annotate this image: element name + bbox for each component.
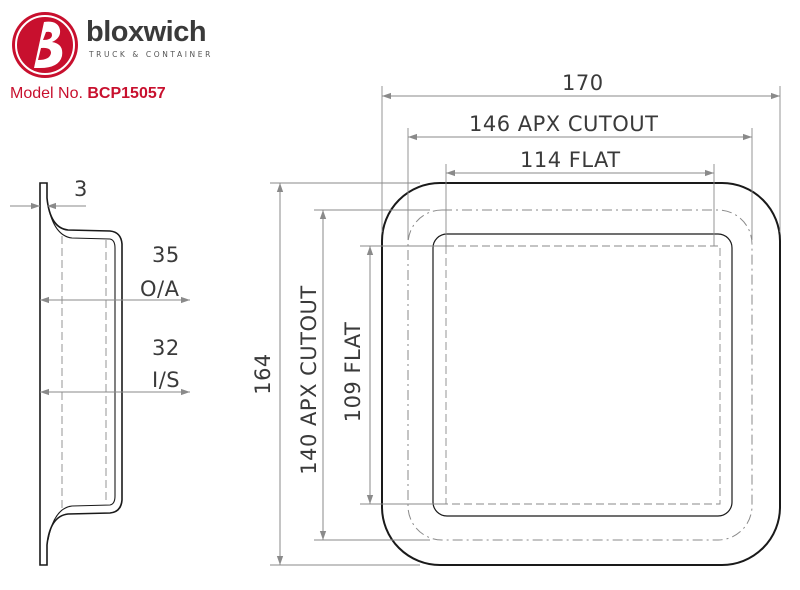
- bloxwich-emblem-icon: [12, 12, 78, 78]
- plan-view: [381, 182, 781, 566]
- flat-height-dimension: 109 FLAT: [341, 322, 365, 423]
- extension-lines: [270, 86, 781, 566]
- overall-height-dimension: 164: [251, 353, 275, 395]
- brand-logo: [10, 10, 230, 80]
- cutout-width-dimension: 146 APX CUTOUT: [469, 112, 658, 136]
- outer-diameter-label: O/A: [140, 277, 180, 301]
- side-dimensions: [10, 202, 190, 396]
- flat-hidden-outline: [445, 245, 721, 505]
- plan-dimensions: [276, 92, 780, 565]
- side-view: [39, 182, 123, 566]
- inner-wall-outline: [47, 204, 116, 541]
- brand-tagline: TRUCK & CONTAINER: [89, 50, 213, 59]
- flange-outline: [39, 182, 123, 566]
- brand-name: bloxwich: [86, 16, 207, 48]
- flat-area-outline: [432, 233, 733, 517]
- model-number-line: Model No. BCP15057: [10, 86, 166, 102]
- model-label: Model No.: [10, 85, 83, 102]
- overall-width-dimension: 170: [562, 71, 604, 95]
- model-number: BCP15057: [87, 85, 166, 102]
- thickness-dimension: 3: [74, 177, 88, 201]
- inner-diameter-value: 32: [152, 336, 180, 360]
- inner-diameter-label: I/S: [152, 368, 180, 392]
- cutout-hidden-outline: [407, 209, 753, 541]
- outer-flange-outline: [381, 182, 781, 566]
- cutout-height-dimension: 140 APX CUTOUT: [297, 285, 321, 474]
- outer-diameter-value: 35: [152, 243, 180, 267]
- flat-width-dimension: 114 FLAT: [520, 148, 621, 172]
